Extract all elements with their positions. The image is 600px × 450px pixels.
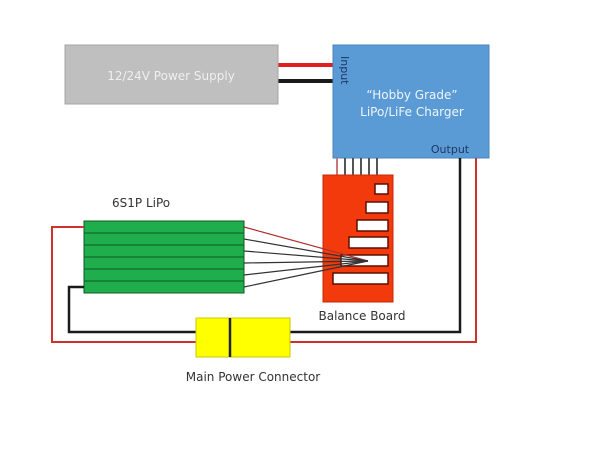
- balance-board-label: Balance Board: [319, 309, 406, 323]
- charger-positive-wire: [290, 158, 477, 343]
- balance-slot: [332, 272, 389, 285]
- battery-negative-wire: [67, 285, 196, 334]
- balance-slot: [374, 183, 389, 195]
- charger-title-line1: “Hobby Grade”: [366, 88, 457, 102]
- charger-title-line2: LiPo/LiFe Charger: [360, 105, 464, 119]
- battery-positive-wire: [51, 226, 196, 343]
- battery-cell: [83, 244, 245, 258]
- battery-pack: 6S1P LiPo: [83, 196, 245, 294]
- charger-output-label: Output: [431, 143, 470, 156]
- main-power-connector: Main Power Connector: [186, 317, 321, 384]
- balance-slot: [365, 201, 389, 214]
- battery-cell: [83, 232, 245, 246]
- charger: “Hobby Grade” LiPo/LiFe Charger Input Ou…: [332, 44, 490, 159]
- balance-slot: [356, 219, 389, 232]
- battery-cell: [83, 268, 245, 282]
- battery-cell: [83, 220, 245, 234]
- power-supply: 12/24V Power Supply: [64, 44, 279, 105]
- balance-board: Balance Board: [319, 174, 406, 323]
- battery-cell: [83, 280, 245, 294]
- power-supply-label: 12/24V Power Supply: [107, 69, 235, 83]
- connector-label: Main Power Connector: [186, 370, 321, 384]
- battery-cell: [83, 256, 245, 270]
- charger-input-label: Input: [338, 56, 351, 85]
- charger-negative-wire: [290, 158, 462, 334]
- balance-slot: [348, 236, 389, 249]
- balance-pins: [336, 158, 378, 175]
- balance-leads: [243, 226, 369, 288]
- battery-label: 6S1P LiPo: [112, 196, 170, 210]
